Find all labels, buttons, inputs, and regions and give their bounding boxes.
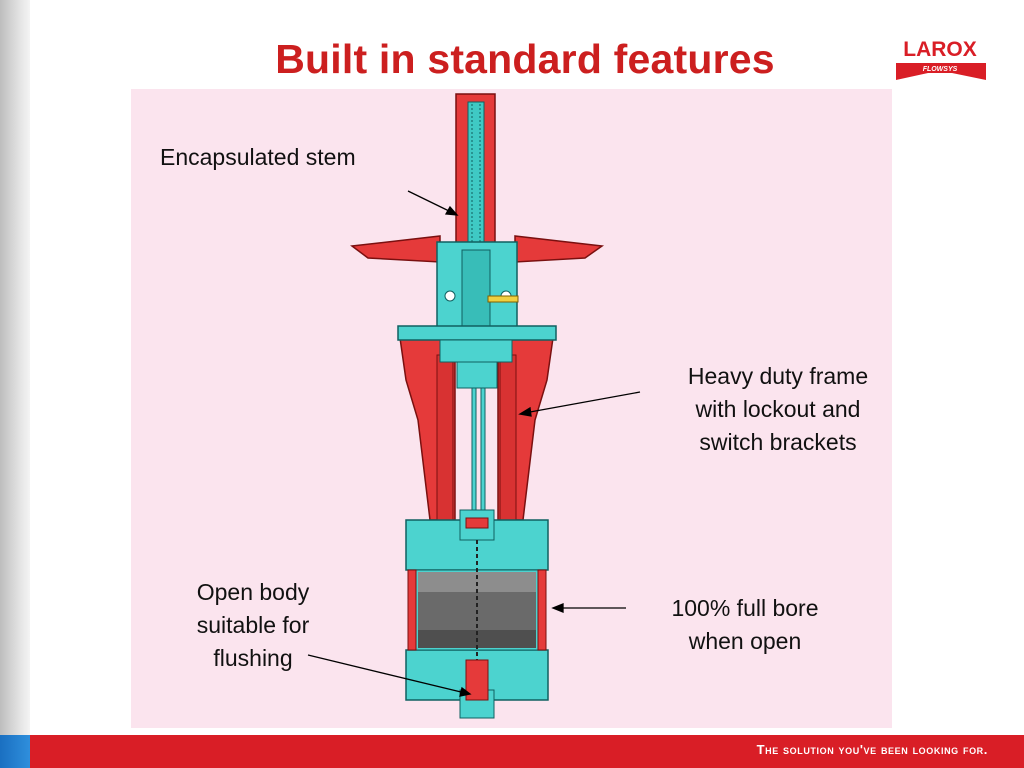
left-decorative-band (0, 0, 30, 735)
slide-title: Built in standard features (275, 36, 775, 82)
label-open-body: Open body suitable for flushing (196, 579, 310, 671)
footer-bar: The solution you've been looking for. (0, 735, 1024, 768)
encapsulated-stem (455, 93, 496, 255)
label-full-bore: 100% full bore when open (671, 595, 819, 654)
valve-body (405, 509, 549, 719)
label-heavy-duty-frame: Heavy duty frame with lockout and switch… (687, 363, 869, 455)
logo-text-sub: FLOWSYS (923, 66, 958, 73)
larox-logo: LAROX FLOWSYS (894, 38, 988, 86)
actuator-yoke (397, 241, 557, 389)
pointer-arrows (307, 190, 641, 697)
footer-blue-accent (0, 735, 30, 768)
label-encapsulated-stem: Encapsulated stem (160, 144, 356, 170)
logo-text-main: LAROX (903, 38, 977, 61)
footer-tagline: The solution you've been looking for. (756, 742, 988, 757)
